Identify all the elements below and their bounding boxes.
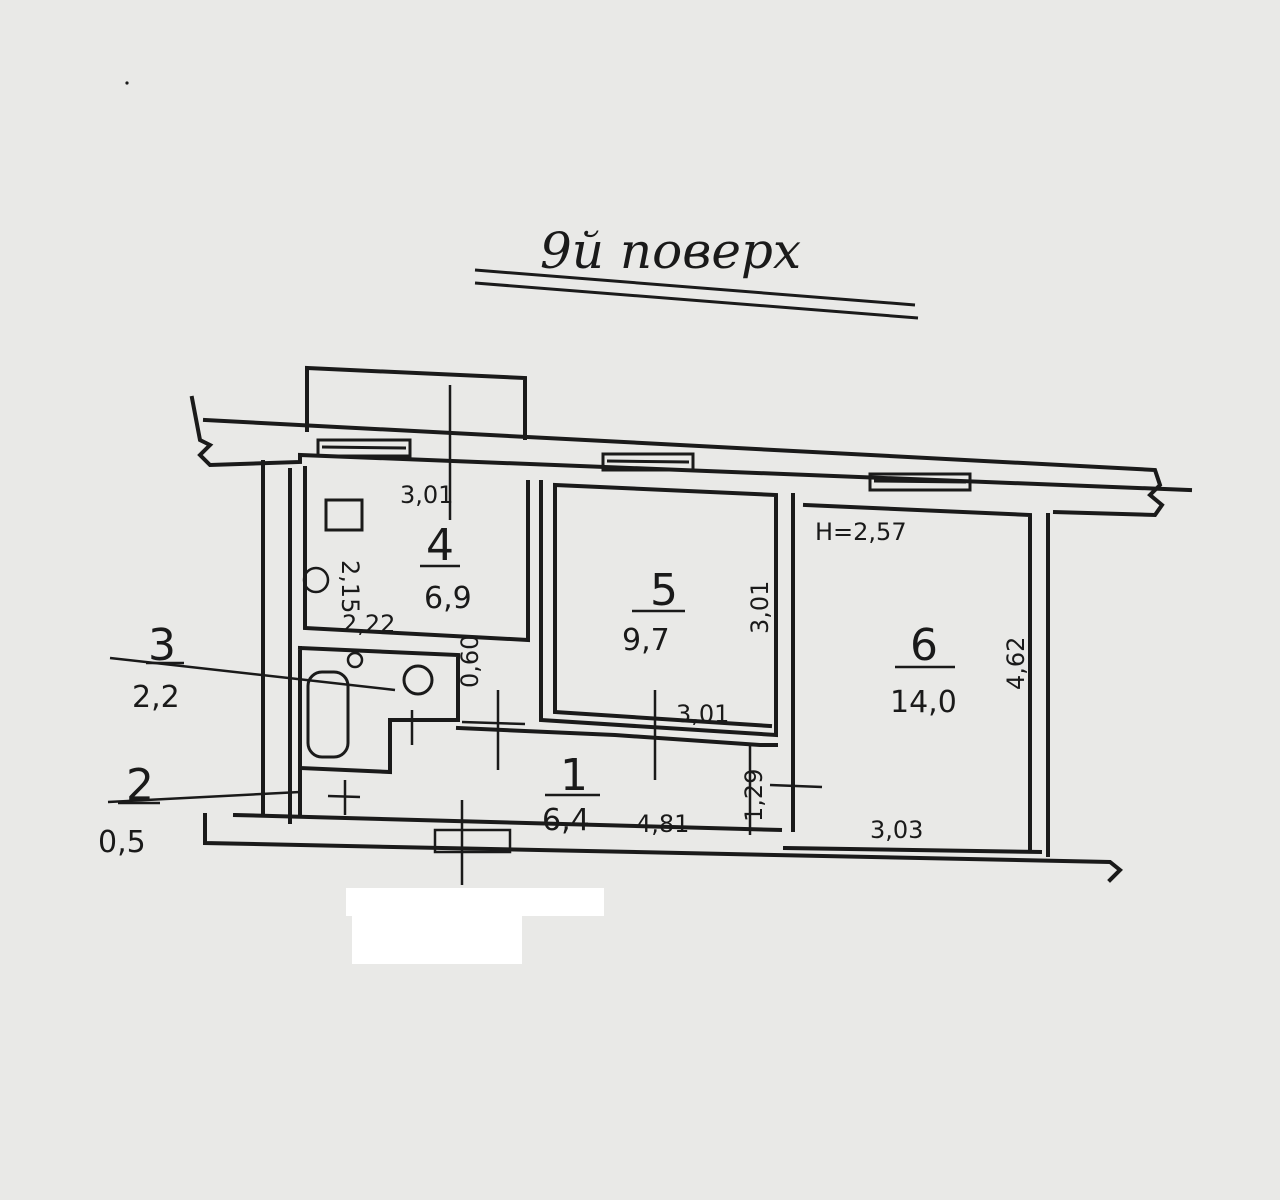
room-5-area: 9,7	[622, 623, 670, 658]
dim-bath-gap: 0,60	[456, 635, 484, 688]
room-3-number: 3	[148, 620, 176, 671]
room-3-bathroom	[297, 645, 526, 775]
dim-kitchen-bottom: 2,22	[342, 610, 395, 638]
room-6-area: 14,0	[890, 685, 957, 720]
room-5-number: 5	[650, 565, 678, 616]
sink-icon	[302, 566, 330, 594]
ceiling-height: H=2,57	[815, 518, 907, 546]
room-1-area: 6,4	[542, 803, 590, 838]
redacted-area	[346, 888, 604, 964]
corridor-top-wall	[455, 725, 778, 747]
room-1-number: 1	[560, 750, 588, 801]
toilet-icon	[402, 664, 434, 696]
room-6-door	[769, 783, 823, 789]
room-6-number: 6	[910, 620, 938, 671]
title-underline-1	[474, 268, 916, 307]
dim-room-6-width: 3,03	[870, 816, 923, 844]
windows	[316, 438, 972, 492]
exterior-walls	[189, 395, 1193, 883]
room-2-number: 2	[126, 760, 154, 811]
dim-corridor-length: 4,81	[636, 810, 689, 838]
room-4-area: 6,9	[424, 581, 472, 616]
floor-title: 9й поверх	[540, 222, 801, 280]
room-4-walls	[303, 466, 530, 643]
paper-speck	[125, 81, 129, 85]
room-2-area: 0,5	[98, 825, 146, 860]
leader-line-room-2	[107, 790, 301, 804]
room-labels: 4 6,9 5 9,7 6 14,0 3 2,2 2 0,5 1 6,4	[98, 520, 957, 860]
stove-icon	[324, 498, 364, 532]
entrance-door	[433, 828, 512, 854]
balcony-outline	[305, 365, 527, 440]
dim-kitchen-width: 3,01	[400, 481, 453, 509]
bathtub-icon	[306, 670, 350, 759]
dim-room-6-height: 4,62	[1002, 637, 1030, 690]
dim-room-5-height: 3,01	[746, 581, 774, 634]
room-3-area: 2,2	[132, 680, 180, 715]
room-4-number: 4	[426, 520, 454, 571]
room-5-walls	[539, 480, 778, 738]
room-6-walls	[802, 502, 1032, 852]
dim-corridor-width: 1,29	[740, 769, 768, 822]
dimension-labels: 3,01 2,15 2,22 0,60 3,01 3,01 H=2,57 4,6…	[336, 481, 1030, 844]
dim-kitchen-depth: 2,15	[336, 560, 364, 613]
dim-room-5-width: 3,01	[676, 700, 729, 728]
title-underline-2	[474, 281, 919, 320]
